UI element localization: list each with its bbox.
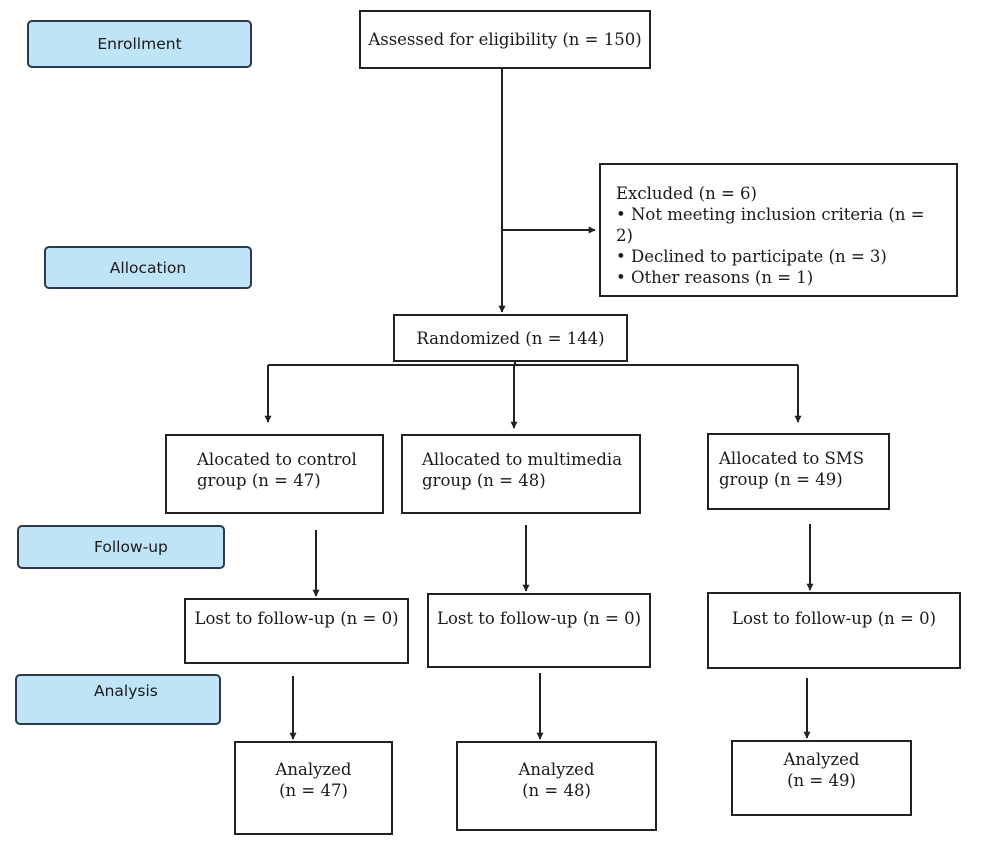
lost-control-text: Lost to follow-up (n = 0) xyxy=(194,609,399,628)
excluded-reason: Not meeting inclusion criteria (n = 2) xyxy=(616,204,946,246)
stage-allocation-label: Allocation xyxy=(109,258,187,277)
allocated-sms-box: Allocated to SMS group (n = 49) xyxy=(707,433,890,510)
allocated-sms-line2: group (n = 49) xyxy=(719,470,843,489)
randomized-text: Randomized (n = 144) xyxy=(416,328,605,348)
excluded-box: Excluded (n = 6) Not meeting inclusion c… xyxy=(599,163,958,297)
stage-analysis-label: Analysis xyxy=(94,682,158,700)
stage-enrollment: Enrollment xyxy=(27,20,252,68)
lost-control-box: Lost to follow-up (n = 0) xyxy=(184,598,409,664)
lost-multimedia-text: Lost to follow-up (n = 0) xyxy=(436,609,642,628)
assessed-box: Assessed for eligibility (n = 150) xyxy=(359,10,651,69)
stage-analysis: Analysis xyxy=(15,674,221,725)
assessed-text: Assessed for eligibility (n = 150) xyxy=(368,30,642,49)
analyzed-control-line2: (n = 47) xyxy=(279,781,348,800)
analyzed-multimedia-line2: (n = 48) xyxy=(522,781,591,800)
analyzed-sms-line2: (n = 49) xyxy=(787,771,856,790)
allocated-multimedia-line1: Allocated to multimedia xyxy=(422,450,623,469)
excluded-reason: Other reasons (n = 1) xyxy=(616,267,946,288)
stage-follow-up: Follow-up xyxy=(17,525,225,569)
analyzed-multimedia-line1: Analyzed xyxy=(518,760,595,779)
allocated-multimedia-line2: group (n = 48) xyxy=(422,471,546,490)
analyzed-multimedia-box: Analyzed (n = 48) xyxy=(456,741,657,831)
allocated-sms-line1: Allocated to SMS xyxy=(719,449,864,468)
allocated-control-box: Alocated to control group (n = 47) xyxy=(165,434,384,514)
analyzed-sms-box: Analyzed (n = 49) xyxy=(731,740,912,816)
stage-allocation: Allocation xyxy=(44,246,252,289)
analyzed-control-box: Analyzed (n = 47) xyxy=(234,741,393,835)
lost-multimedia-box: Lost to follow-up (n = 0) xyxy=(427,593,651,668)
lost-sms-box: Lost to follow-up (n = 0) xyxy=(707,592,961,669)
randomized-box: Randomized (n = 144) xyxy=(393,314,628,362)
lost-sms-text: Lost to follow-up (n = 0) xyxy=(731,609,937,628)
analyzed-sms-line1: Analyzed xyxy=(783,750,860,769)
stage-follow-up-label: Follow-up xyxy=(94,538,168,556)
excluded-reason: Declined to participate (n = 3) xyxy=(616,246,946,267)
allocated-multimedia-box: Allocated to multimedia group (n = 48) xyxy=(401,434,641,514)
allocated-control-line2: group (n = 47) xyxy=(197,471,321,490)
allocated-control-line1: Alocated to control xyxy=(197,450,357,469)
excluded-title: Excluded (n = 6) xyxy=(616,184,757,203)
stage-enrollment-label: Enrollment xyxy=(97,35,182,53)
analyzed-control-line1: Analyzed xyxy=(275,760,352,779)
